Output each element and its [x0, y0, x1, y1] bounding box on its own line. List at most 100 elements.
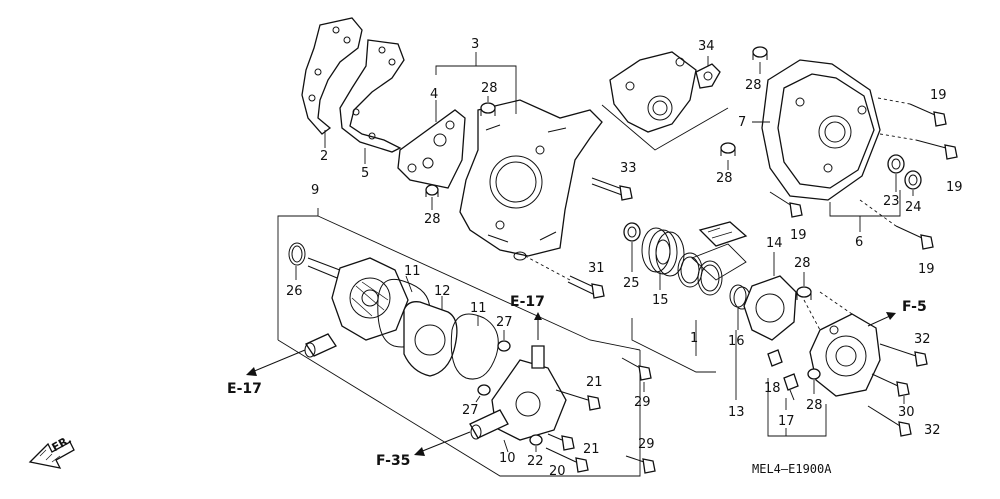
arrow-e17-left	[246, 349, 306, 376]
bolt-19-b	[915, 139, 958, 160]
dowel-28-c	[752, 46, 768, 60]
callout-19-a: 19	[930, 88, 947, 103]
ref-e17-top: E-17	[510, 294, 545, 310]
bolt-31	[567, 275, 605, 299]
callout-2: 2	[320, 149, 328, 164]
callout-28-e: 28	[794, 256, 811, 271]
o-ring-26	[288, 242, 306, 266]
pipe-left	[304, 333, 337, 358]
clamp-34	[695, 63, 721, 89]
o-ring-11-b	[450, 313, 499, 380]
bolt-18	[767, 349, 783, 367]
mechanical-seal-15	[641, 227, 685, 277]
arrow-f35	[414, 431, 471, 456]
callout-12: 12	[434, 284, 451, 299]
callout-9: 9	[311, 183, 319, 198]
bolt-17	[783, 373, 799, 401]
bolt-20	[545, 447, 589, 473]
dowel-27-b	[477, 384, 491, 396]
callout-24: 24	[905, 200, 922, 215]
callout-28-c: 28	[745, 78, 762, 93]
callout-17: 17	[778, 414, 795, 429]
bolt-19-c	[769, 191, 803, 218]
callout-27-b: 27	[462, 403, 479, 418]
thermostat-housing	[609, 51, 697, 133]
callout-28-b: 28	[424, 212, 441, 227]
callout-1: 1	[690, 331, 698, 346]
gasket-5	[339, 39, 405, 153]
callout-19-b: 19	[946, 180, 963, 195]
callout-11-b: 11	[470, 301, 487, 316]
dowel-28-e	[796, 286, 812, 300]
callout-6: 6	[855, 235, 863, 250]
ref-f35: F-35	[376, 453, 410, 469]
seal-23	[887, 154, 905, 174]
callout-5: 5	[361, 166, 369, 181]
callout-19-c: 19	[790, 228, 807, 243]
dowel-28-b	[480, 102, 496, 116]
pump-body-right	[809, 313, 881, 397]
bolt-33	[591, 177, 633, 201]
pump-cover-3	[459, 99, 603, 261]
seal-ring-b	[697, 260, 723, 296]
pump-impeller-body	[307, 257, 409, 341]
dowel-28-d	[720, 142, 736, 156]
arrow-f5	[867, 312, 896, 327]
gasket-2	[301, 17, 363, 135]
bolt-29-b	[625, 455, 656, 474]
ref-e17-left: E-17	[227, 381, 262, 397]
callout-20: 20	[549, 464, 566, 479]
callout-14: 14	[766, 236, 783, 251]
gasket-12	[403, 301, 458, 377]
callout-19-d: 19	[918, 262, 935, 277]
callout-3: 3	[471, 37, 479, 52]
callout-21-a: 21	[586, 375, 603, 390]
cover-6	[777, 73, 875, 189]
bolt-19-a	[909, 103, 947, 127]
callout-16: 16	[728, 334, 745, 349]
seal-plate-label	[698, 221, 748, 247]
diagram-code: MEL4—E1900A	[752, 462, 832, 476]
dowel-28-a	[425, 184, 439, 197]
washer-22	[529, 434, 543, 446]
callout-29-a: 29	[634, 395, 651, 410]
callout-28-a: 28	[481, 81, 498, 96]
bolt-21-a	[555, 389, 601, 411]
plate-4	[397, 109, 466, 189]
callout-32-b: 32	[924, 423, 941, 438]
callout-32-a: 32	[914, 332, 931, 347]
callout-31: 31	[588, 261, 605, 276]
callout-28-d: 28	[716, 171, 733, 186]
seal-25	[623, 222, 641, 242]
callout-13: 13	[728, 405, 745, 420]
callout-21-b: 21	[583, 442, 600, 457]
dowel-28-f	[807, 368, 821, 380]
callout-25: 25	[623, 276, 640, 291]
gasket-14	[743, 275, 797, 341]
callout-10: 10	[499, 451, 516, 466]
bolt-21-b	[547, 433, 575, 451]
callout-7: 7	[738, 115, 746, 130]
callout-11-a: 11	[404, 264, 421, 279]
callout-4: 4	[430, 87, 438, 102]
bolt-32-b	[867, 405, 912, 437]
callout-30: 30	[898, 405, 915, 420]
pump-housing-10	[469, 345, 567, 441]
callout-22: 22	[527, 454, 544, 469]
front-arrow-icon	[28, 441, 75, 469]
callout-27-a: 27	[496, 315, 513, 330]
callout-34: 34	[698, 39, 715, 54]
bolt-29-a	[621, 357, 652, 381]
callout-15: 15	[652, 293, 669, 308]
bearing-24	[904, 170, 922, 190]
callout-26: 26	[286, 284, 303, 299]
callout-23: 23	[883, 194, 900, 209]
callout-18: 18	[764, 381, 781, 396]
callout-28-f: 28	[806, 398, 823, 413]
bolt-32-a	[879, 343, 928, 367]
bolt-30	[871, 373, 910, 397]
bolt-19-d	[895, 225, 934, 250]
dowel-27-a	[497, 340, 511, 352]
ref-f5: F-5	[902, 299, 927, 315]
